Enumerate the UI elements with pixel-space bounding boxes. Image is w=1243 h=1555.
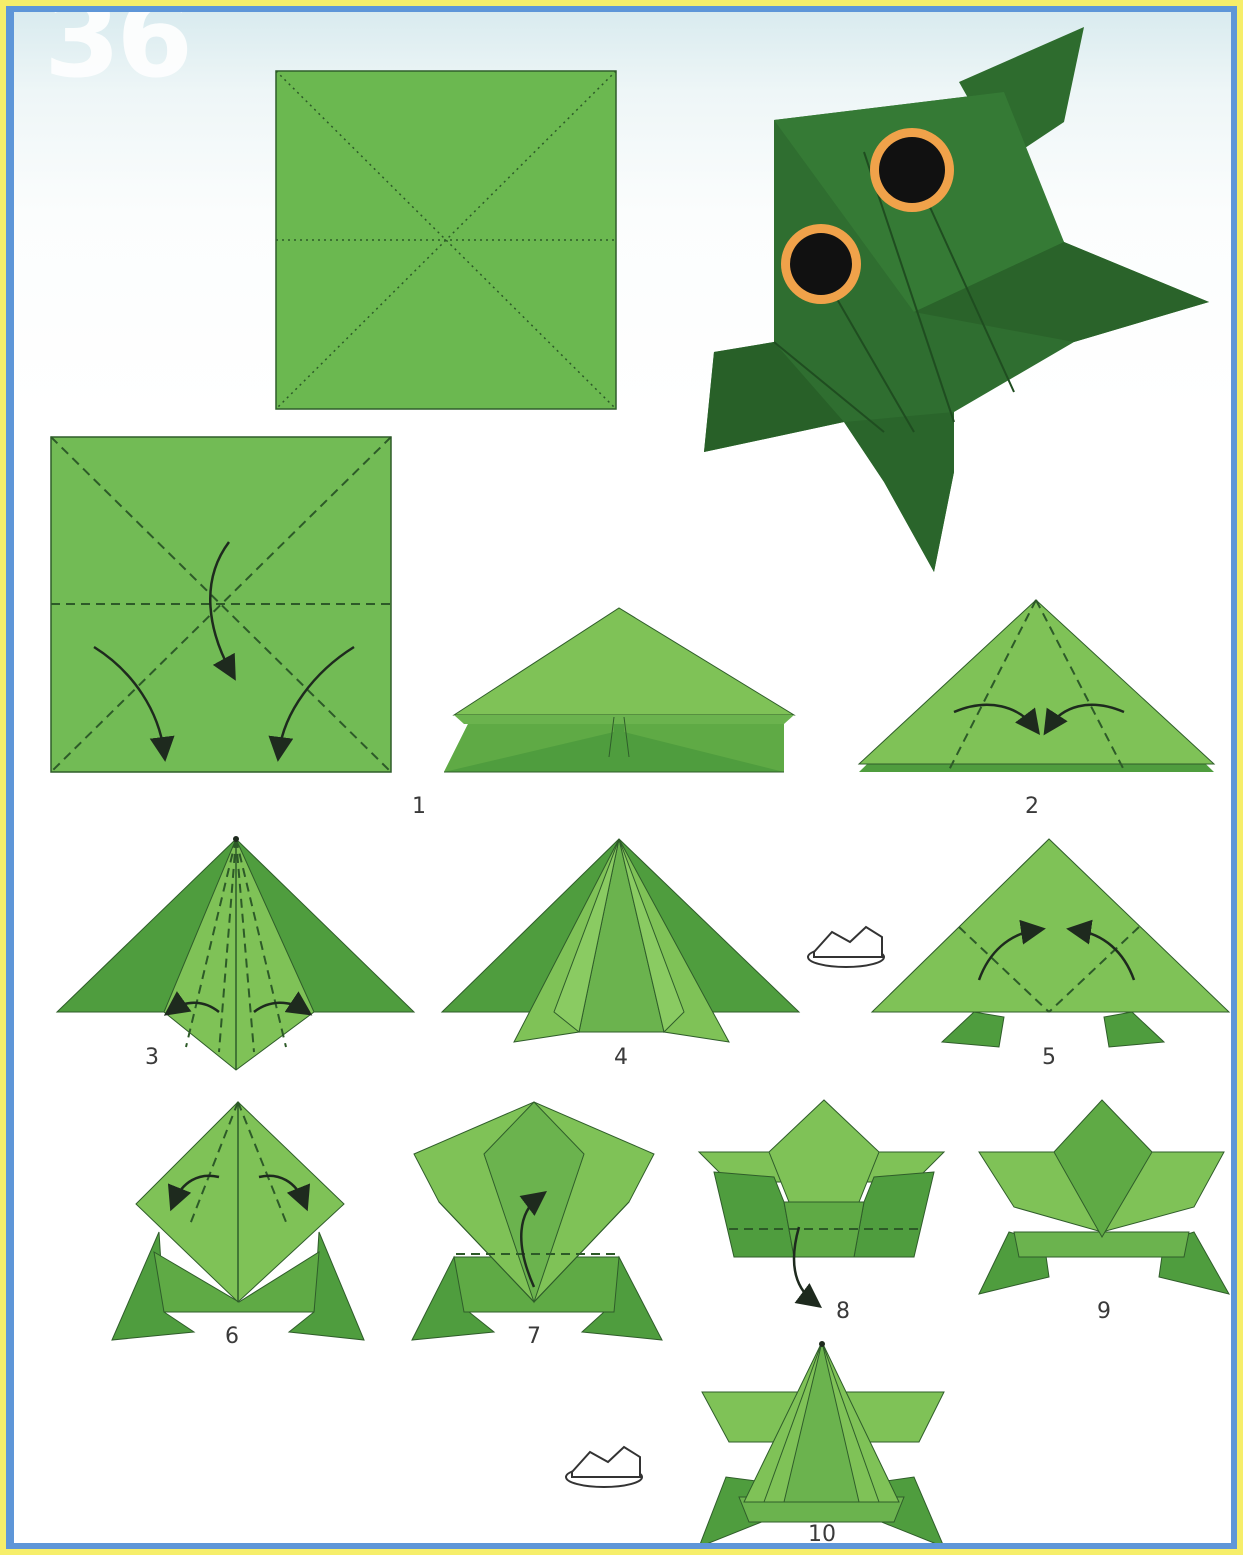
step-7-diagram — [412, 1102, 662, 1340]
step-4-diagram — [442, 839, 799, 1042]
step-label-9: 9 — [1084, 1299, 1124, 1324]
step-label-3: 3 — [132, 1045, 172, 1070]
step-label-8: 8 — [823, 1299, 863, 1324]
paper-square-creased — [276, 71, 616, 409]
step-label-1: 1 — [399, 794, 439, 819]
step-1-square — [51, 437, 391, 772]
step-8-diagram — [699, 1100, 944, 1302]
step-9-diagram — [979, 1100, 1229, 1294]
page-frame: 36 — [6, 6, 1237, 1549]
step-label-5: 5 — [1029, 1045, 1069, 1070]
step-5-diagram — [872, 839, 1229, 1047]
turn-over-icon — [808, 927, 884, 967]
finished-frog-photo — [704, 27, 1209, 572]
step-6-diagram — [112, 1102, 364, 1340]
step-2-triangle — [859, 600, 1214, 772]
step-label-4: 4 — [601, 1045, 641, 1070]
step-label-10: 10 — [802, 1522, 842, 1547]
turn-over-icon — [566, 1447, 642, 1487]
step-label-6: 6 — [212, 1324, 252, 1349]
step-3-diagram — [57, 836, 414, 1070]
step-10-diagram — [699, 1341, 944, 1547]
step-label-7: 7 — [514, 1324, 554, 1349]
step-label-2: 2 — [1012, 794, 1052, 819]
origami-diagram — [14, 12, 1237, 1549]
step-1-triangle — [444, 608, 794, 772]
